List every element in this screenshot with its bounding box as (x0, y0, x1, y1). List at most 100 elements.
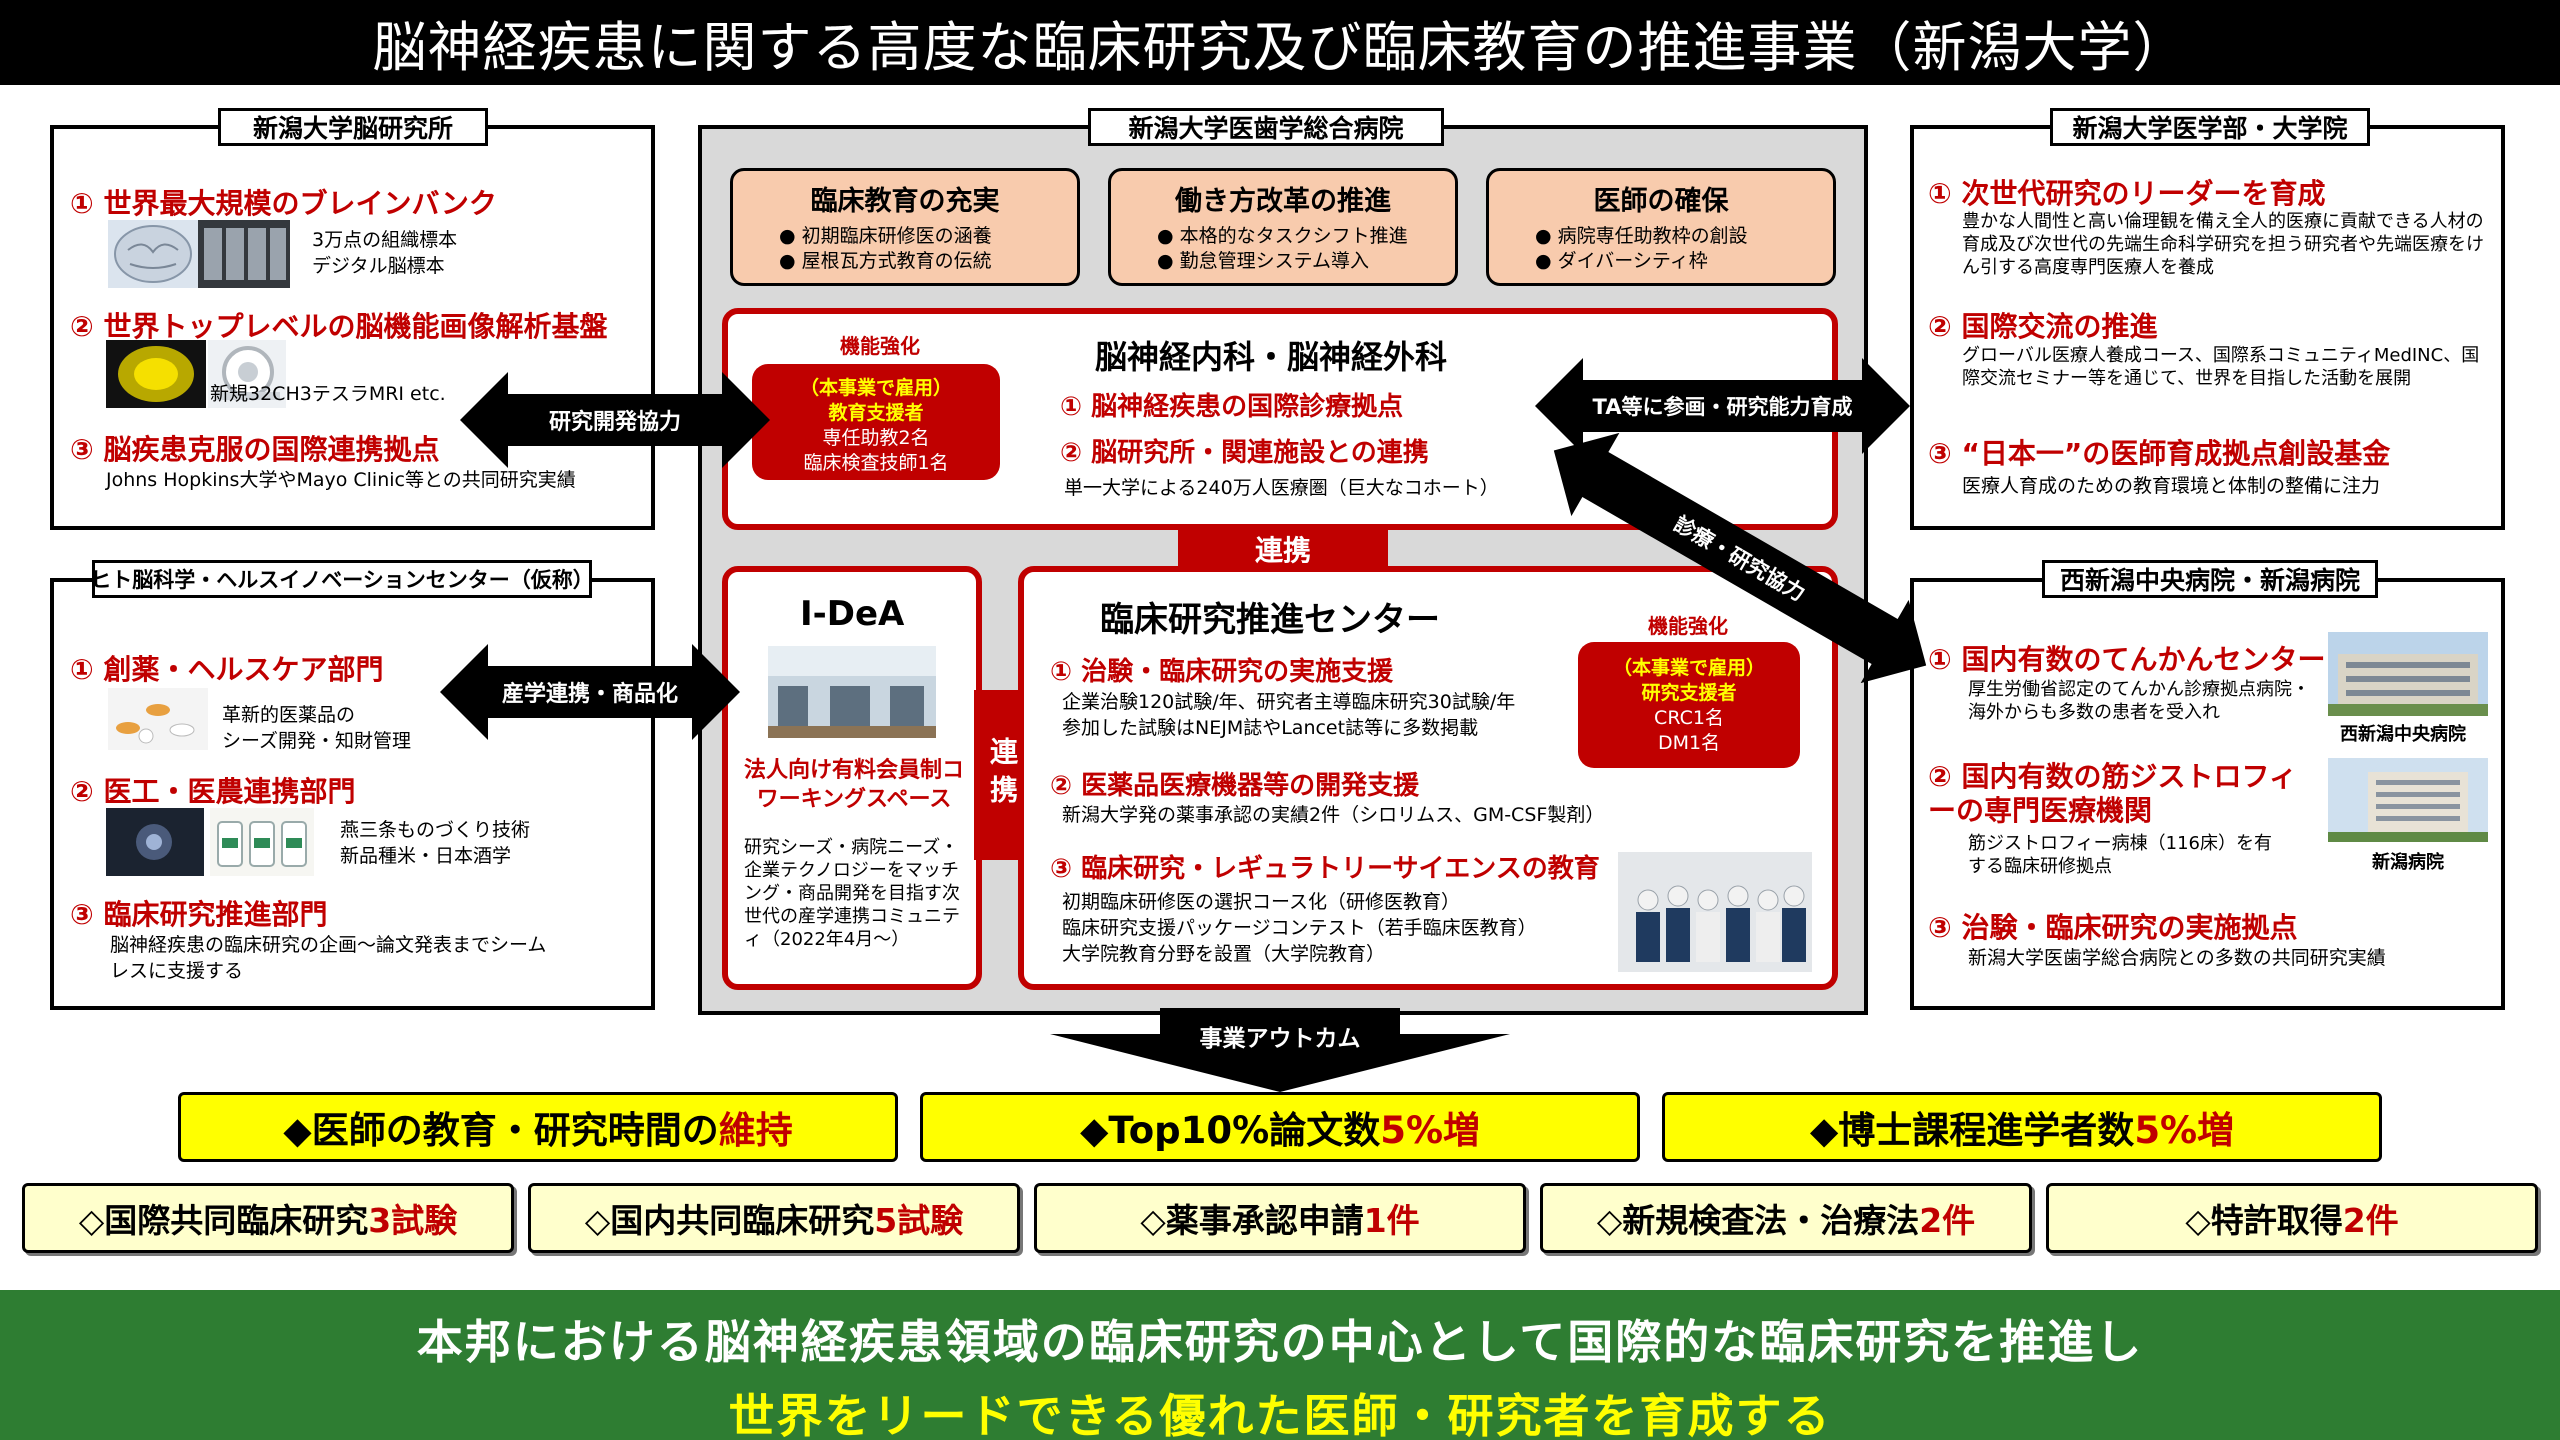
mri-scanner-image (208, 340, 286, 408)
fund-heading: ③ “日本一”の医師育成拠点創設基金 (1928, 437, 2391, 470)
page-title: 脳神経疾患に関する高度な臨床研究及び臨床教育の推進事業（新潟大学） (0, 0, 2560, 85)
fund-description: 医療人育成のための教育環境と体制の整備に注力 (1962, 475, 2381, 497)
epilepsy-description: 厚生労働省認定のてんかん診療拠点病院・海外からも多数の患者を受入れ (1968, 679, 2310, 723)
dept-item-2: ② 脳研究所・関連施設との連携 (1060, 438, 1429, 468)
mri-detail: 新規32CH3テスラMRI etc. (210, 383, 446, 405)
neurology-dept-title: 脳神経内科・脳神経外科 (1095, 338, 1448, 376)
idea-description: 研究シーズ・病院ニーズ・企業テクノロジーをマッチング・商品開発を目指す次世代の産… (744, 837, 960, 950)
outcome-main-3-text: ◆博士課程進学者数 (1809, 1109, 2135, 1152)
workstyle-card: 働き方改革の推進 ● 本格的なタスクシフト推進● 勤怠管理システム導入 (1108, 168, 1458, 286)
brain-institute-panel (50, 125, 655, 530)
epilepsy-heading: ① 国内有数のてんかんセンター (1928, 643, 2326, 676)
pill2-head: （本事業で雇用） (1612, 657, 1765, 679)
outcome-main-2-highlight: 5%増 (1380, 1109, 1481, 1152)
crafts-image (106, 808, 204, 876)
pill1-head: （本事業で雇用） (799, 377, 952, 399)
brain-bank-detail-2: デジタル脳標本 (312, 255, 445, 277)
workstyle-item-1: 本格的なタスクシフト推進 (1179, 225, 1408, 247)
pill1-sub: 教育支援者 (828, 402, 924, 424)
outcome-sub-5-text: ◇特許取得 (2185, 1201, 2343, 1240)
outcome-sub-1-highlight: 3試験 (368, 1201, 458, 1240)
center-item-3: ③ 臨床研究・レギュラトリーサイエンスの教育 (1050, 854, 1600, 884)
outcome-sub-3-highlight: 1件 (1363, 1201, 1420, 1240)
education-card-title: 臨床教育の充実 (810, 186, 1000, 217)
research-cooperation-arrow (460, 372, 770, 468)
leader-description: 豊かな人間性と高い倫理観を備え全人的医療に貢献できる人材の育成及び次世代の先端生… (1962, 211, 2484, 278)
coworking-space-image (768, 646, 936, 738)
outcome-sub-3-text: ◇薬事承認申請 (1140, 1201, 1364, 1240)
outcome-sub-5-highlight: 2件 (2342, 1201, 2399, 1240)
nishi-hospital-photo (2328, 632, 2488, 716)
nishi-title: 西新潟中央病院・新潟病院 (2042, 560, 2378, 598)
international-hub-heading: ③ 脳疾患克服の国際連携拠点 (70, 433, 440, 466)
niigata-hospital-photo (2328, 758, 2488, 842)
leader-heading: ① 次世代研究のリーダーを育成 (1928, 177, 2326, 210)
education-item-1: 初期臨床研修医の涵養 (801, 225, 992, 247)
pill2-line-1: CRC1名 (1654, 707, 1724, 729)
pills-image (108, 688, 208, 750)
med-faculty-title: 新潟大学医学部・大学院 (2050, 108, 2370, 146)
hospital-title: 新潟大学医歯学総合病院 (1088, 108, 1444, 146)
brain-bank-detail-1: 3万点の組織標本 (312, 229, 458, 251)
center-item-3-detail-1: 初期臨床研修医の選択コース化（研修医教育） (1062, 891, 1461, 913)
doctor-card: 医師の確保 ● 病院専任助教枠の創設● ダイバーシティ枠 (1486, 168, 1836, 286)
muscular-heading-1: ② 国内有数の筋ジストロフィーの専門医療機関 (1928, 760, 2297, 827)
idea-red-text: 法人向け有料会員制コワーキングスペース (743, 758, 964, 812)
clinical-cooperation-arrow-wrap: 診療・研究協力 (1530, 409, 1950, 707)
outcome-main-1: ◆医師の教育・研究時間の維持 (178, 1092, 898, 1162)
education-support-pill: （本事業で雇用） 教育支援者 専任助教2名 臨床検査技師1名 (752, 364, 1000, 480)
outcome-main-2-text: ◆Top10%論文数 (1079, 1109, 1381, 1152)
research-cooperation-label: 研究開発協力 (548, 410, 681, 435)
drug-dept-detail-1: 革新的医薬品の (222, 704, 356, 726)
sake-image (210, 808, 314, 876)
drug-dept-heading: ① 創薬・ヘルスケア部門 (70, 653, 384, 686)
brain-bank-heading: ① 世界最大規模のブレインバンク (70, 187, 497, 220)
tissue-archive-image (198, 220, 290, 288)
center-item-1-detail-2: 参加した試験はNEJM誌やLancet誌等に多数掲載 (1062, 717, 1479, 739)
pill1-line-1: 専任助教2名 (822, 427, 930, 449)
outcome-main-1-highlight: 維持 (718, 1109, 793, 1152)
health-center-title: ヒト脳科学・ヘルスイノベーションセンター（仮称） (90, 560, 594, 598)
industry-cooperation-arrow (440, 644, 740, 740)
brain-section-image (108, 220, 198, 288)
doctor-item-2: ダイバーシティ枠 (1557, 250, 1708, 272)
dept-item-1: ① 脳神経疾患の国際診療拠点 (1060, 392, 1404, 422)
outcome-sub-2-highlight: 5試験 (874, 1201, 964, 1240)
pill1-line-2: 臨床検査技師1名 (803, 452, 949, 474)
pill2-sub: 研究支援者 (1641, 682, 1737, 704)
research-support-pill: （本事業で雇用） 研究支援者 CRC1名 DM1名 (1578, 642, 1800, 768)
drug-dept-detail-2: シーズ開発・知財管理 (222, 730, 412, 752)
renkei-vertical-label: 連携 (974, 690, 1030, 860)
clinical-center-title: 臨床研究推進センター (1100, 600, 1440, 640)
center-item-1: ① 治験・臨床研究の実施支援 (1050, 657, 1394, 687)
exchange-description: グローバル医療人養成コース、国際系コミュニティMedINC、国際交流セミナー等を… (1962, 345, 2480, 389)
clinical-dept-heading: ③ 臨床研究推進部門 (70, 898, 328, 931)
footer-line-2: 世界をリードできる優れた医師・研究者を育成する (728, 1389, 1832, 1440)
trial-base-heading: ③ 治験・臨床研究の実施拠点 (1928, 911, 2298, 944)
kino-label-1: 機能強化 (840, 334, 920, 358)
brain-imaging-image (106, 340, 206, 408)
industry-cooperation-label: 産学連携・商品化 (501, 682, 678, 707)
med-faculty-panel (1910, 125, 2505, 530)
footer-banner: 本邦における脳神経疾患領域の臨床研究の中心として国際的な臨床研究を推進し 世界を… (0, 1290, 2560, 1440)
staff-group-photo (1618, 852, 1812, 972)
dept-note: 単一大学による240万人医療圏（巨大なコホート） (1064, 477, 1499, 499)
clinical-dept-detail-1: 脳神経疾患の臨床研究の企画～論文発表までシーム (110, 934, 547, 956)
niigata-photo-caption: 新潟病院 (2372, 852, 2444, 873)
center-item-2-detail: 新潟大学発の薬事承認の実績2件（シロリムス、GM-CSF製剤） (1062, 804, 1605, 826)
doctor-item-1: 病院専任助教枠の創設 (1557, 225, 1748, 247)
ta-participation-arrow (1535, 358, 1910, 454)
trial-base-detail: 新潟大学医歯学総合病院との多数の共同研究実績 (1968, 947, 2386, 969)
education-card: 臨床教育の充実 ● 初期臨床研修医の涵養● 屋根瓦方式教育の伝統 (730, 168, 1080, 286)
footer-line-1: 本邦における脳神経疾患領域の臨床研究の中心として国際的な臨床研究を推進し (416, 1315, 2144, 1369)
center-item-2: ② 医薬品医療機器等の開発支援 (1050, 771, 1420, 801)
center-item-1-detail-1: 企業治験120試験/年、研究者主導臨床研究30試験/年 (1062, 691, 1516, 713)
outcome-sub-2-text: ◇国内共同臨床研究 (584, 1201, 875, 1240)
engineering-dept-detail-2: 新品種米・日本酒学 (340, 845, 512, 867)
